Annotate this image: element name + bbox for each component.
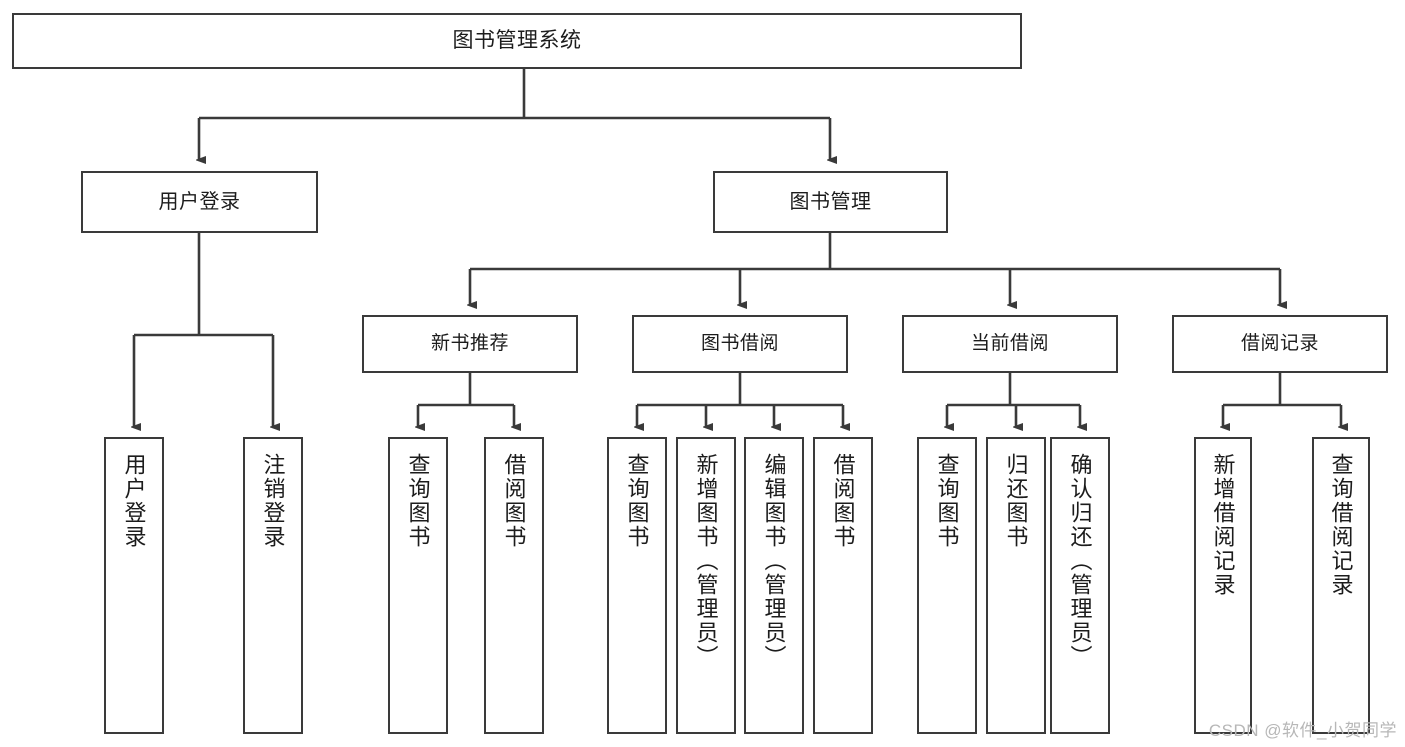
node-label: 编辑图书（管理员） (761, 453, 787, 669)
node-label: 确认归还（管理员） (1067, 453, 1093, 669)
node-label: 查询图书 (405, 453, 431, 549)
leaf-new-book-borrow[interactable]: 借阅图书 (484, 437, 544, 734)
leaf-borrow-borrow-book[interactable]: 借阅图书 (813, 437, 873, 734)
node-label: 借阅图书 (830, 453, 856, 549)
node-label: 用户登录 (158, 190, 241, 213)
leaf-user-login-login[interactable]: 用户登录 (104, 437, 164, 734)
leaf-user-login-logout[interactable]: 注销登录 (243, 437, 303, 734)
node-label: 借阅图书 (501, 453, 527, 549)
leaf-borrow-add-book[interactable]: 新增图书（管理员） (676, 437, 736, 734)
node-user-login[interactable]: 用户登录 (81, 171, 318, 233)
node-label: 用户登录 (121, 453, 147, 549)
leaf-new-book-query[interactable]: 查询图书 (388, 437, 448, 734)
leaf-current-query-book[interactable]: 查询图书 (917, 437, 977, 734)
node-book-management[interactable]: 图书管理 (713, 171, 948, 233)
node-book-borrow[interactable]: 图书借阅 (632, 315, 848, 373)
node-label: 图书管理 (789, 190, 872, 213)
leaf-borrow-query-book[interactable]: 查询图书 (607, 437, 667, 734)
node-new-book-recommend[interactable]: 新书推荐 (362, 315, 578, 373)
node-label: 借阅记录 (1240, 333, 1319, 355)
node-label: 归还图书 (1003, 453, 1029, 549)
leaf-current-return-book[interactable]: 归还图书 (986, 437, 1046, 734)
node-label: 查询图书 (934, 453, 960, 549)
leaf-borrow-edit-book[interactable]: 编辑图书（管理员） (744, 437, 804, 734)
node-label: 新增图书（管理员） (693, 453, 719, 669)
node-root[interactable]: 图书管理系统 (12, 13, 1022, 69)
leaf-record-add[interactable]: 新增借阅记录 (1194, 437, 1252, 734)
node-current-borrow[interactable]: 当前借阅 (902, 315, 1118, 373)
node-label: 新增借阅记录 (1210, 453, 1236, 597)
node-label: 当前借阅 (970, 333, 1049, 355)
node-label: 新书推荐 (430, 333, 509, 355)
node-label: 查询图书 (624, 453, 650, 549)
node-borrow-record[interactable]: 借阅记录 (1172, 315, 1388, 373)
node-label: 图书借阅 (700, 333, 779, 355)
node-label: 查询借阅记录 (1328, 453, 1354, 597)
watermark: CSDN @软件_小贺同学 (1208, 721, 1397, 740)
node-label: 图书管理系统 (452, 28, 582, 52)
node-label: 注销登录 (260, 453, 286, 549)
leaf-current-confirm-return[interactable]: 确认归还（管理员） (1050, 437, 1110, 734)
leaf-record-query[interactable]: 查询借阅记录 (1312, 437, 1370, 734)
